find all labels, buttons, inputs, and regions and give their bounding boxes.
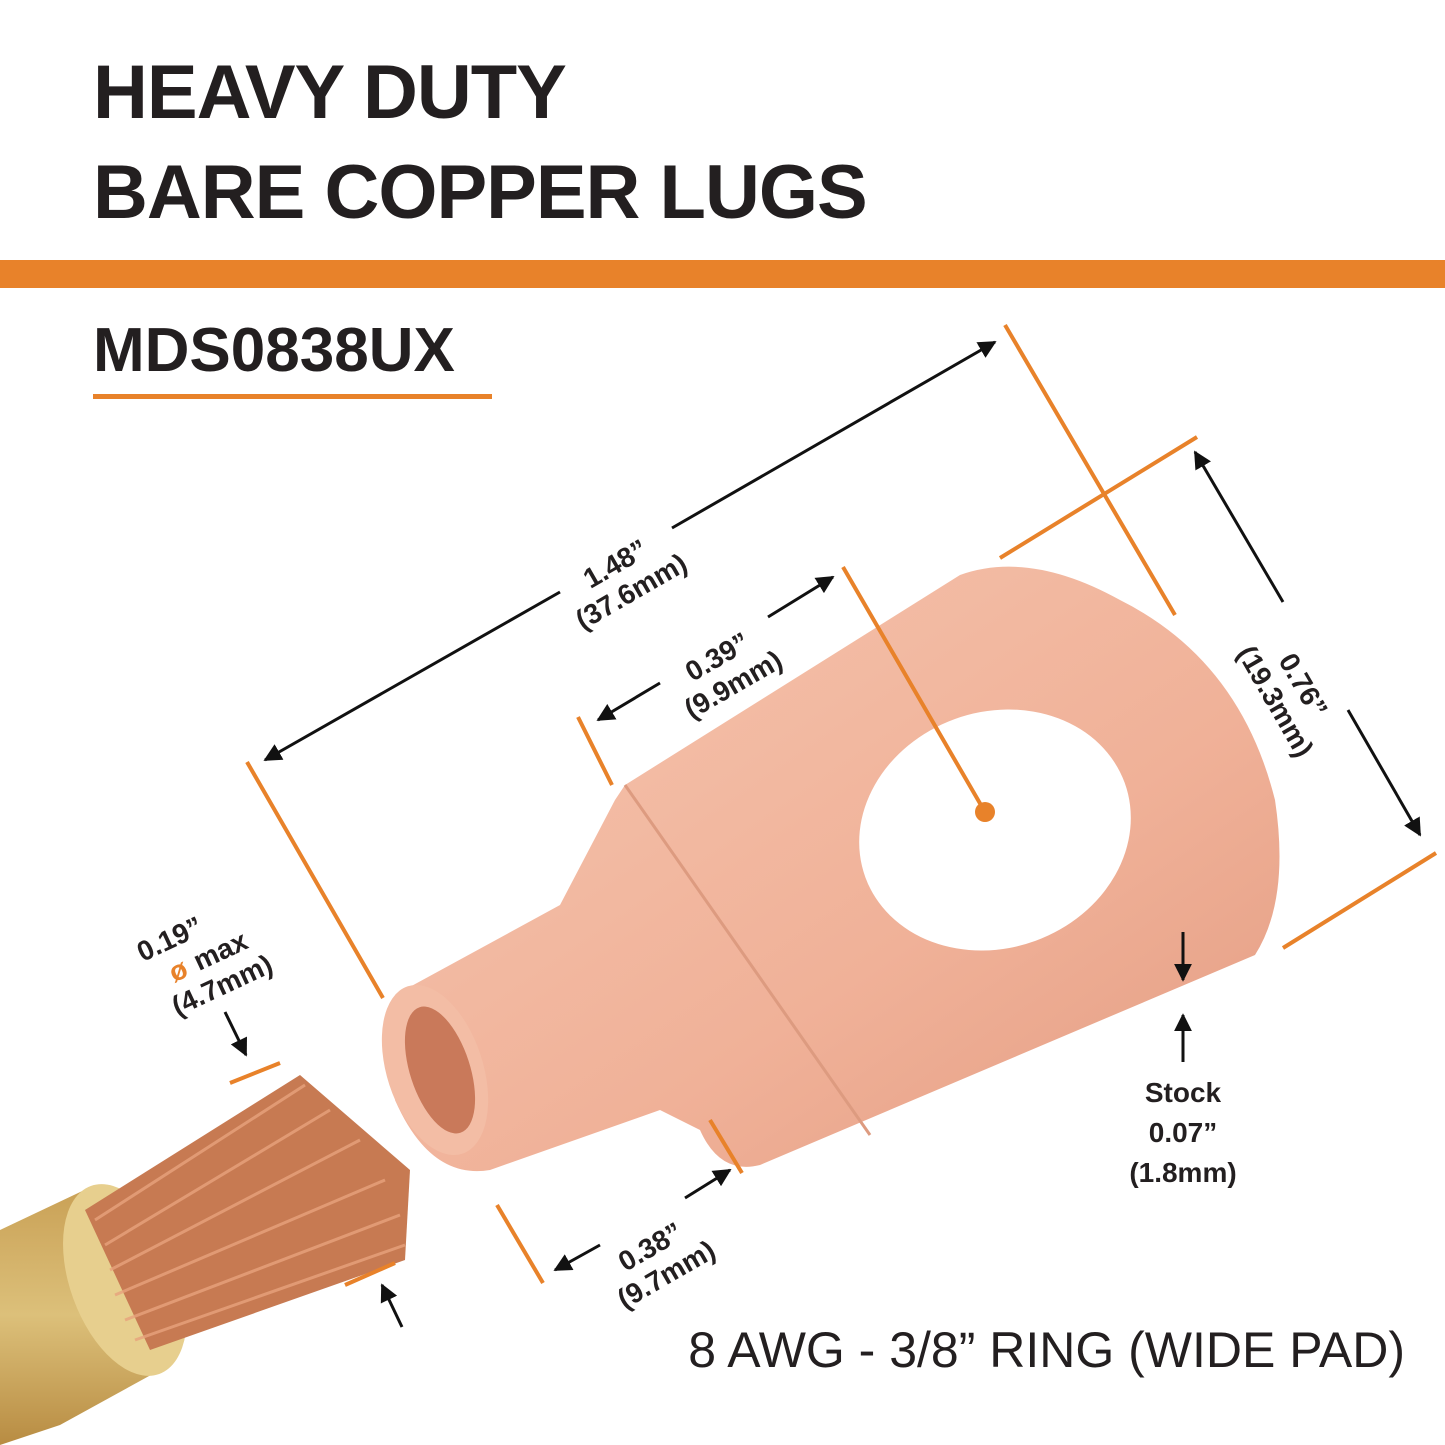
sku-underline: [93, 394, 492, 399]
sku-label: MDS0838UX: [93, 316, 455, 385]
stock-label: Stock: [1145, 1077, 1222, 1108]
dimension-arrows: [223, 340, 1422, 1328]
extension-lines: [229, 323, 1438, 1287]
copper-lug-image: [381, 566, 1280, 1172]
diameter-symbol: ø: [164, 953, 193, 988]
wire-image: [0, 1075, 410, 1445]
hole-center-dot: [975, 802, 995, 822]
product-description: 8 AWG - 3/8” RING (WIDE PAD): [688, 1322, 1405, 1378]
stock-in: 0.07”: [1149, 1117, 1218, 1148]
title-line-2: BARE COPPER LUGS: [93, 150, 868, 235]
title-line-1: HEAVY DUTY: [93, 50, 567, 135]
stock-mm: (1.8mm): [1129, 1157, 1236, 1188]
accent-bar: [0, 260, 1445, 288]
